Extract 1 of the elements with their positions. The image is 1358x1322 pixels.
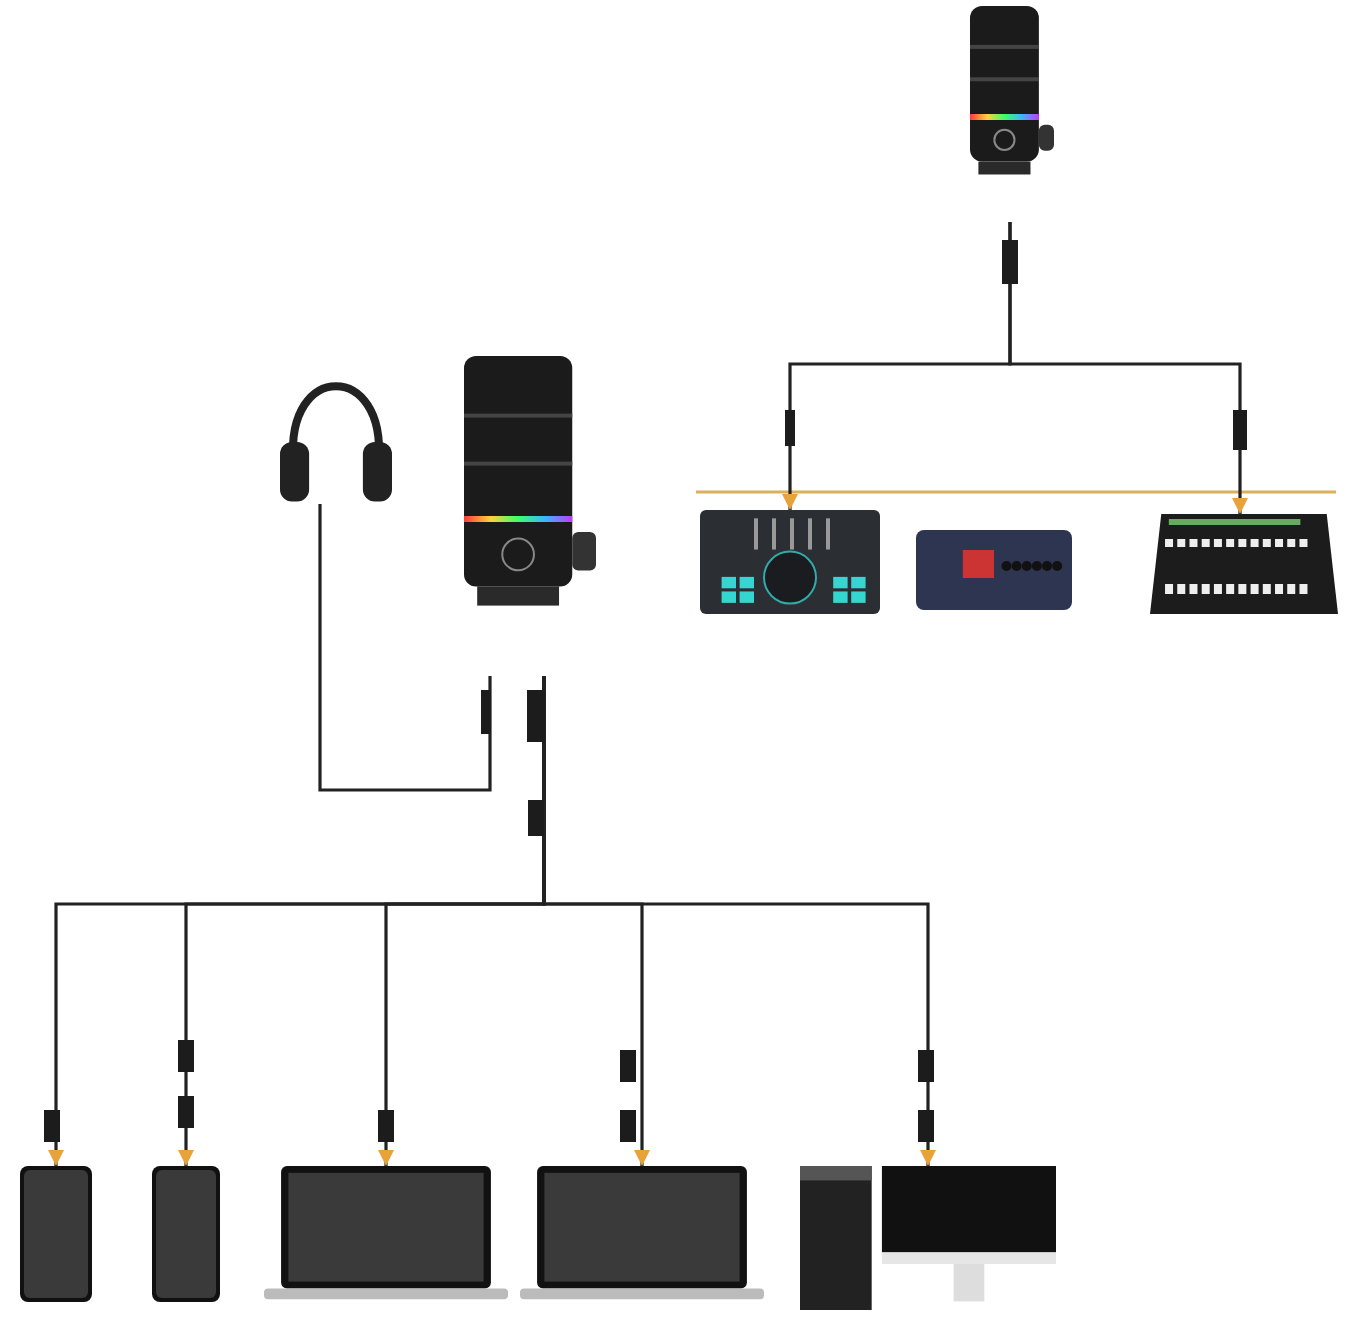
cable-arrow — [1008, 222, 1248, 514]
